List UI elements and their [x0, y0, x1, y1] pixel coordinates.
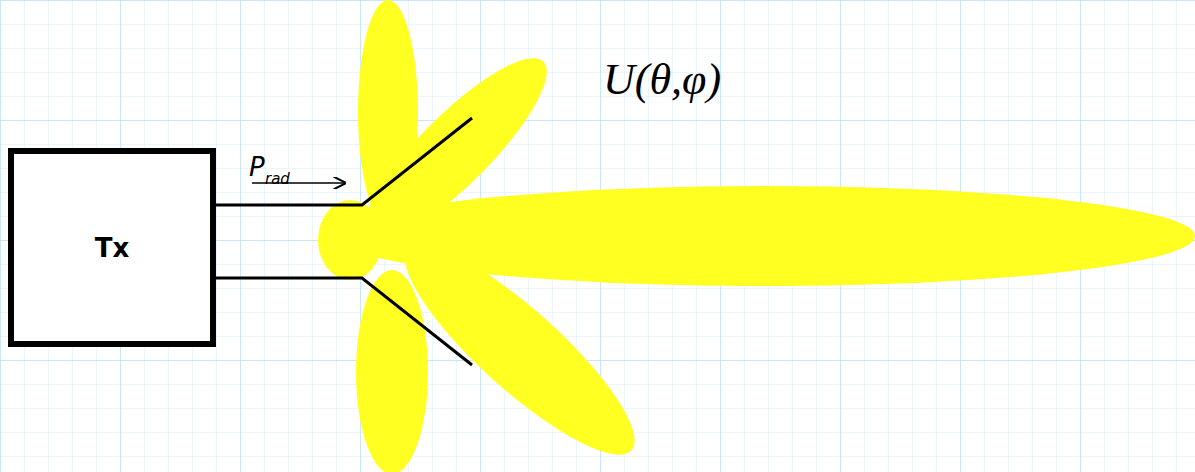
transmitter-box: Tx	[8, 148, 216, 347]
transmission-line	[214, 118, 472, 365]
power-symbol: P	[249, 154, 265, 180]
radiation-pattern	[318, 0, 1195, 472]
intensity-symbol: U(θ,φ)	[603, 58, 721, 102]
power-subscript: rad	[265, 172, 290, 187]
box-label: Tx	[95, 233, 130, 263]
